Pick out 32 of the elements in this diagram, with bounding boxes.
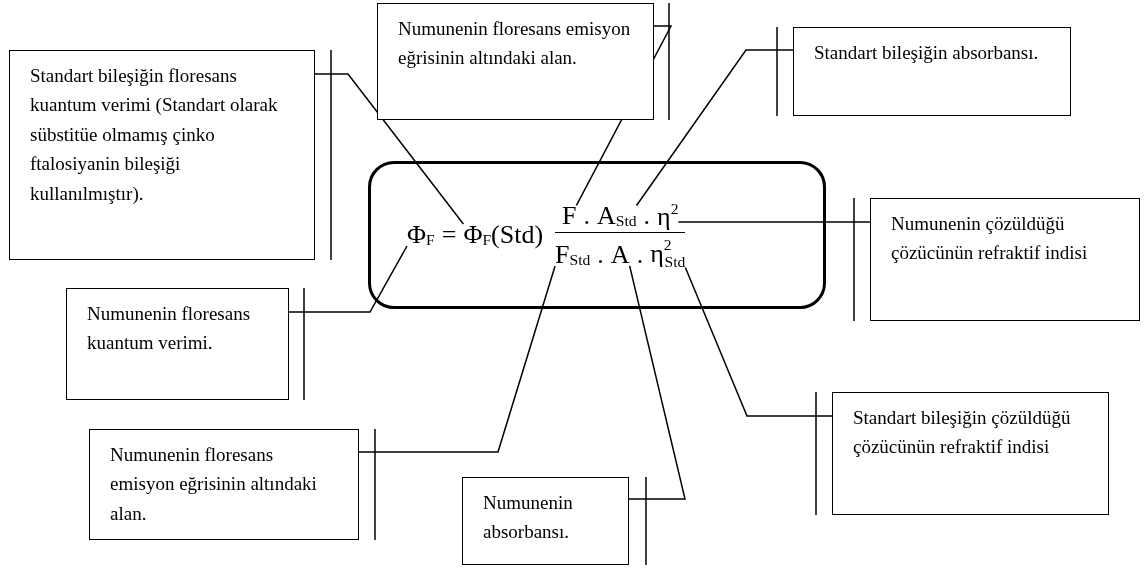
- callout-text: Numunenin absorbansı.: [483, 491, 574, 545]
- callout-text: Numunenin çözüldüğü çözücünün refraktif indisi: [891, 212, 1089, 266]
- leader-line: [635, 49, 794, 207]
- formula-term: F: [561, 203, 577, 230]
- multiplication-dot: .: [597, 241, 604, 268]
- equals-sign: =: [441, 222, 457, 248]
- callout-box: [377, 3, 654, 120]
- formula-frame: [368, 161, 826, 309]
- multiplication-dot: .: [643, 203, 651, 230]
- callout-text: Standart bileşiğin absorbansı.: [814, 41, 1040, 65]
- callout-text: Standart bileşiğin çözüldüğü çözücünün refraktif indisi: [853, 406, 1072, 460]
- callout-box: [462, 477, 629, 565]
- callout-box: [89, 429, 359, 540]
- callout-box: [870, 198, 1140, 321]
- leader-line: [358, 265, 556, 453]
- leader-line: [628, 265, 686, 500]
- leader-line: [288, 245, 408, 313]
- leader-line: [314, 73, 465, 225]
- callout-box: [66, 288, 289, 400]
- multiplication-dot: .: [583, 203, 590, 230]
- formula-term: η$^{2}$: [657, 200, 679, 230]
- callout-text: Numunenin floresans emisyon eğrisinin altındaki alan.: [110, 443, 318, 526]
- formula-term: A: [610, 241, 630, 268]
- callout-text: Numunenin floresans kuantum verimi.: [87, 302, 252, 356]
- callout-text: Standart bileşiğin floresans kuantum verimi (Standart olarak sübstitüe olmamış çinko ftalosiyanin bileşiği kullanılmıştır).: [30, 64, 279, 206]
- leader-line: [684, 266, 833, 417]
- multiplication-dot: .: [636, 241, 644, 268]
- callout-box: [793, 27, 1071, 116]
- callout-box: [9, 50, 315, 260]
- callout-text: Numunenin floresans emisyon eğrisinin altındaki alan.: [398, 17, 632, 71]
- callout-box: [832, 392, 1109, 515]
- leader-line: [677, 221, 871, 223]
